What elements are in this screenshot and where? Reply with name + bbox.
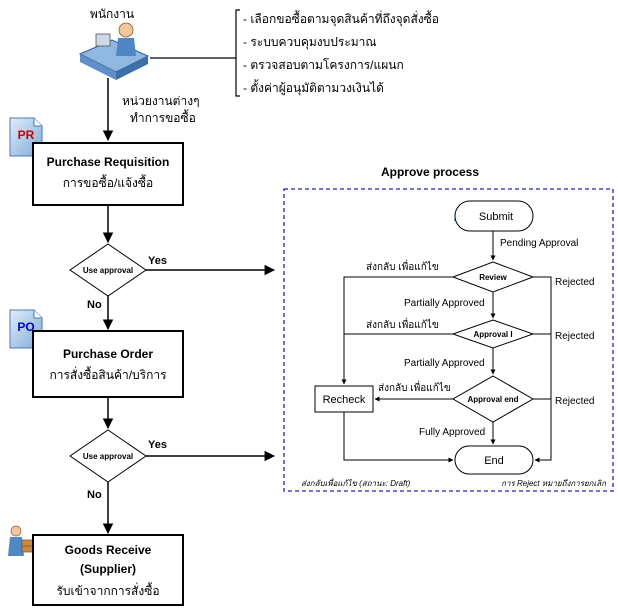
note-4: - ตั้งค่าผู้อนุมัติตามวงเงินได้: [243, 79, 384, 96]
recheck-node: [314, 385, 374, 413]
pr-box: [32, 142, 184, 206]
po-box: [32, 330, 184, 398]
approval1-label: Approval I: [473, 330, 512, 339]
decision2-label: Use approval: [83, 452, 133, 461]
end-label: End: [484, 455, 504, 467]
departments-label-2: ทำการขอซื้อ: [130, 109, 196, 125]
gr-title-2: (Supplier): [80, 562, 136, 576]
rejected-label-3: Rejected: [555, 396, 594, 407]
note-3: - ตรวจสอบตามโครงการ/แผนก: [243, 58, 404, 72]
employee-label: พนักงาน: [90, 7, 134, 21]
po-badge: PO: [17, 320, 34, 334]
po-title: Purchase Order: [63, 347, 153, 361]
partially-label-2: Partially Approved: [404, 358, 485, 369]
gr-subtitle: รับเข้าจากการสั่งซื้อ: [56, 582, 159, 598]
po-subtitle: การสั่งซื้อสินค้า/บริการ: [49, 366, 167, 382]
sendback-label-1: ส่งกลับ เพื่อแก้ไข: [366, 259, 439, 273]
decision2-no-label: No: [87, 489, 102, 501]
rejected-label-1: Rejected: [555, 277, 594, 288]
gr-title: Goods Receive: [65, 543, 152, 557]
arrow-review-sendback: [341, 276, 453, 385]
pending-label: Pending Approval: [500, 238, 578, 249]
footer-left: ส่งกลับเพื่อแก้ไข (สถานะ: Draft): [301, 477, 411, 488]
pr-badge: PR: [18, 128, 35, 142]
gr-box: [32, 534, 184, 606]
sendback-label-3: ส่งกลับ เพื่อแก้ไข: [378, 380, 451, 394]
departments-label-1: หน่วยงานต่างๆ: [122, 94, 200, 108]
arrow-recheck-to-end: [343, 412, 454, 463]
rejected-label-2: Rejected: [555, 331, 594, 342]
pr-subtitle: การขอซื้อ/แจ้งซื้อ: [63, 174, 154, 190]
approve-title: Approve process: [381, 165, 479, 179]
pr-title: Purchase Requisition: [47, 155, 170, 169]
approval-end-label: Approval end: [467, 395, 518, 404]
footer-right: การ Reject หมายถึงการยกเลิก: [501, 479, 607, 488]
employee-icon: [78, 22, 150, 80]
fully-label: Fully Approved: [419, 427, 485, 438]
decision1-no-label: No: [87, 299, 102, 311]
sendback-label-2: ส่งกลับ เพื่อแก้ไข: [366, 317, 439, 331]
approve-panel: [283, 188, 614, 492]
decision2-yes-label: Yes: [148, 439, 167, 451]
submit-label: Submit: [479, 211, 513, 223]
recheck-label: Recheck: [323, 394, 366, 406]
supplier-icon: [8, 525, 37, 556]
notes-bracket: [235, 9, 240, 97]
end-node: [454, 445, 534, 475]
arrow-review-rejected: [533, 276, 552, 463]
review-label: Review: [479, 273, 507, 282]
note-2: - ระบบควบคุมงบประมาณ: [243, 35, 377, 50]
partially-label-1: Partially Approved: [404, 298, 485, 309]
decision1-label: Use approval: [83, 266, 133, 275]
submit-node: [454, 200, 534, 232]
note-1: - เลือกขอซื้อตามจุดสินค้าที่ถึงจุดสั่งซื…: [243, 10, 439, 27]
decision1-yes-label: Yes: [148, 255, 167, 267]
